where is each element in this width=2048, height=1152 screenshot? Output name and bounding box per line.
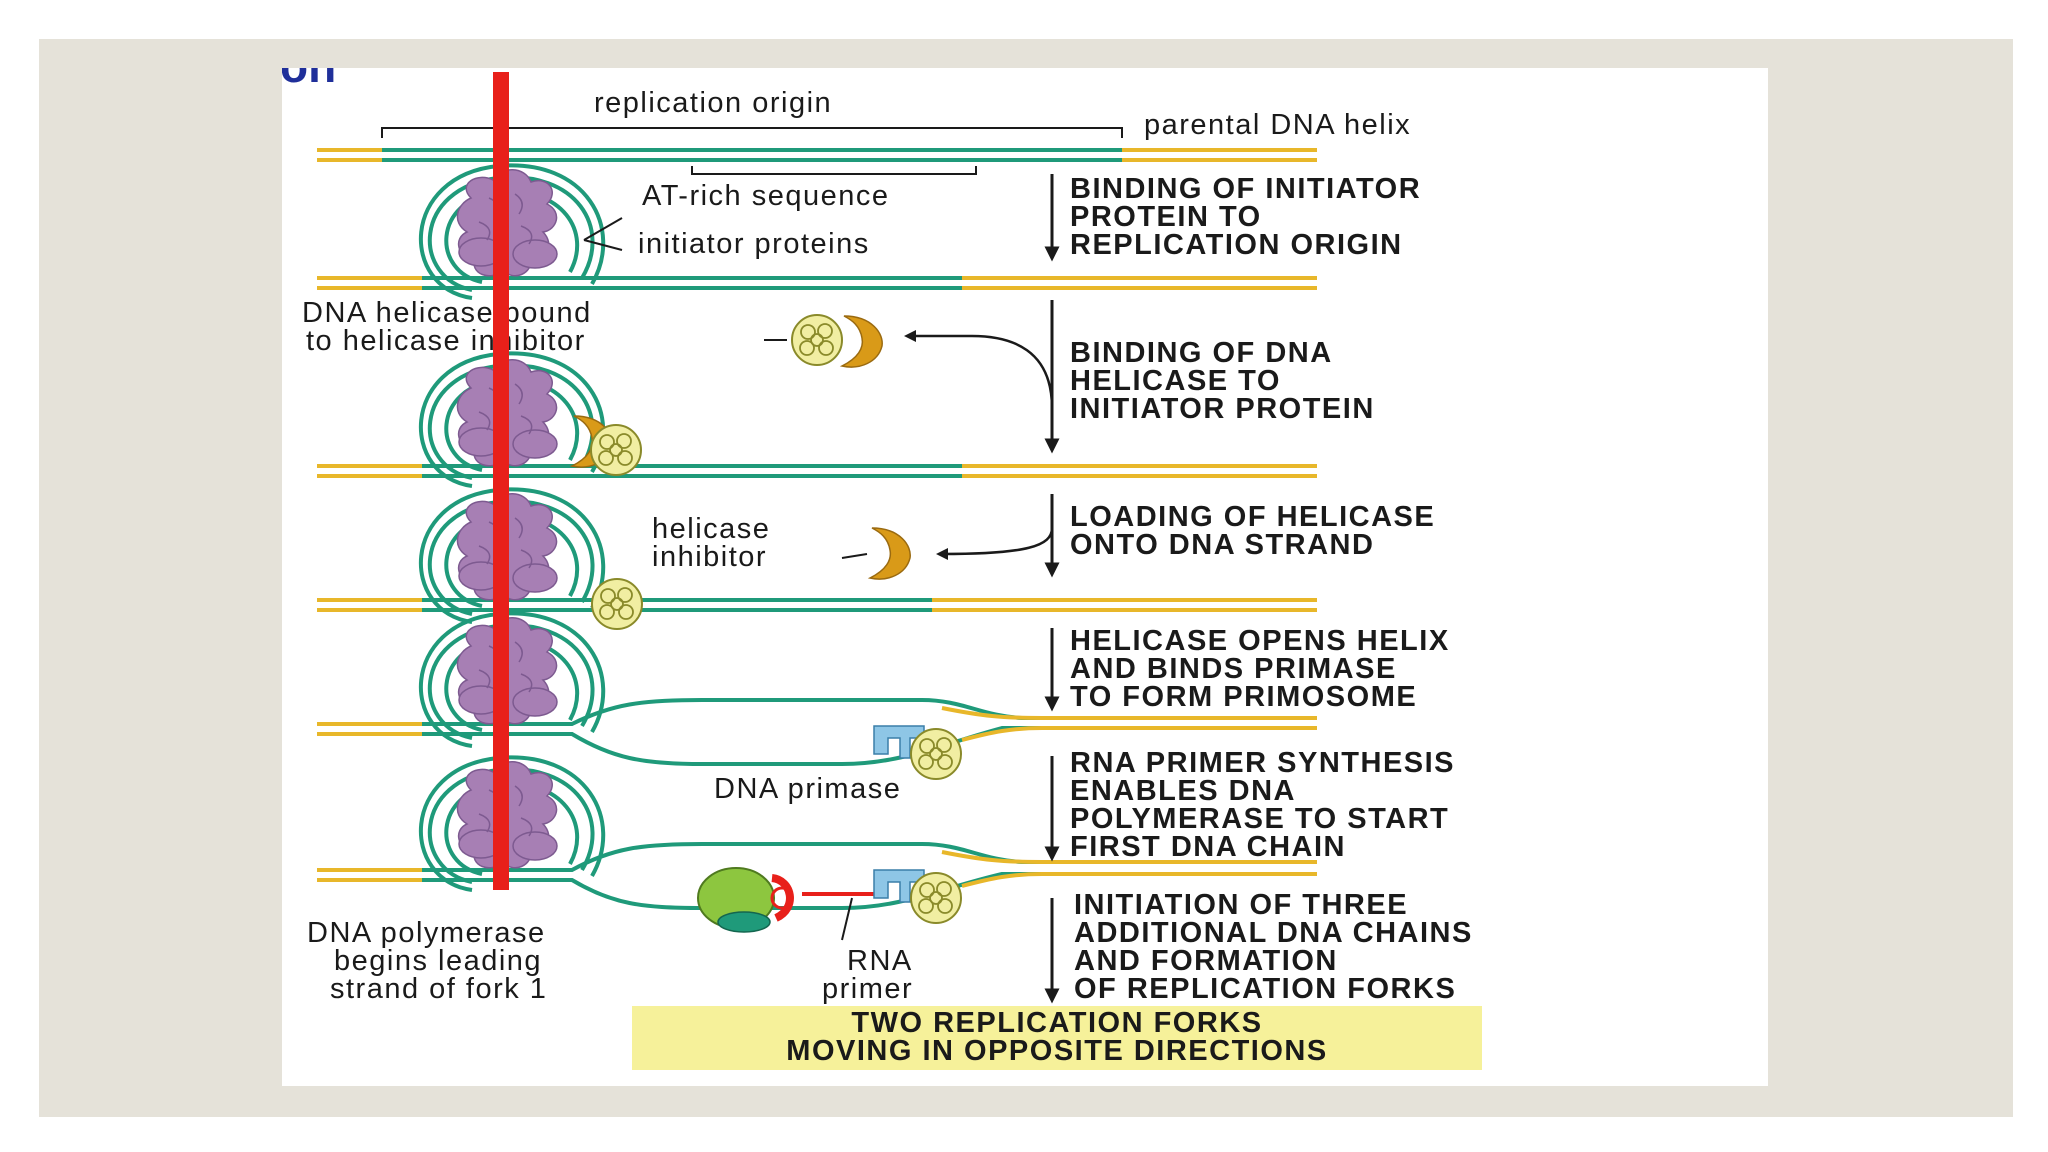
row-2-dna [317, 464, 1317, 478]
dna-polymerase-label-line3: strand of fork 1 [330, 973, 547, 1005]
row-5-helicase [910, 872, 962, 924]
step-3-line-1: LOADING OF HELICASE [1070, 501, 1435, 533]
inhibitor-release-arrowhead [936, 548, 948, 560]
dna-polymerase-label-line1: DNA polymerase [307, 917, 546, 949]
step-1-line-3: REPLICATION ORIGIN [1070, 229, 1403, 261]
step-1-line-2: PROTEIN TO [1070, 201, 1262, 233]
replication-origin-bracket [381, 127, 1123, 138]
step-4-line-3: TO FORM PRIMOSOME [1070, 681, 1417, 713]
dna-polymerase-label-line2: begins leading [334, 945, 542, 977]
step-2-line-3: INITIATOR PROTEIN [1070, 393, 1375, 425]
step-5-line-4: FIRST DNA CHAIN [1070, 831, 1346, 863]
initiator-proteins-label: initiator proteins [638, 228, 870, 260]
row-5-dna-polymerase [697, 867, 794, 933]
step-4-line-1: HELICASE OPENS HELIX [1070, 625, 1450, 657]
red-marker-line [493, 72, 509, 890]
parental-dna-helix [317, 148, 1317, 162]
released-helicase-inhibitor [869, 527, 911, 580]
helicase-binding-arrowhead [904, 330, 916, 342]
replication-origin-label: replication origin [594, 87, 832, 119]
step-6-line-2: ADDITIONAL DNA CHAINS [1074, 917, 1473, 949]
row-4-helicase [910, 728, 962, 780]
step-1-line-1: BINDING OF INITIATOR [1070, 173, 1421, 205]
step-2-line-2: HELICASE TO [1070, 365, 1281, 397]
at-rich-bracket [691, 166, 977, 175]
replication-diagram: on replication origin parental DNA helix… [282, 68, 1482, 1070]
rna-primer-label-line2: primer [822, 973, 913, 1005]
summary-banner [632, 1006, 1482, 1070]
step-2-line-1: BINDING OF DNA [1070, 337, 1333, 369]
free-helicase-inhibitor [841, 315, 883, 368]
step-5-line-3: POLYMERASE TO START [1070, 803, 1449, 835]
at-rich-sequence-label: AT-rich sequence [642, 180, 890, 212]
row-1-dna [317, 276, 1317, 290]
row-3-loaded-helicase [591, 578, 643, 630]
step-6-line-4: OF REPLICATION FORKS [1074, 973, 1456, 1005]
free-helicase-ring [791, 314, 843, 366]
dna-helicase-bound-label-line2: to helicase inhibitor [306, 325, 586, 357]
banner-line-2: MOVING IN OPPOSITE DIRECTIONS [786, 1035, 1327, 1067]
step-5-line-1: RNA PRIMER SYNTHESIS [1070, 747, 1455, 779]
inhibitor-release-curve [941, 527, 1054, 556]
row-2-bound-helicase [590, 424, 642, 476]
banner-line-1: TWO REPLICATION FORKS [851, 1007, 1262, 1039]
dna-helicase-bound-label-line1: DNA helicase bound [302, 297, 592, 329]
slide-title-fragment: on [282, 68, 336, 92]
step-5-line-2: ENABLES DNA [1070, 775, 1296, 807]
parental-dna-helix-label: parental DNA helix [1144, 109, 1411, 141]
step-6-line-1: INITIATION OF THREE [1074, 889, 1408, 921]
step-3-line-2: ONTO DNA STRAND [1070, 529, 1374, 561]
helicase-binding-curve [907, 334, 1054, 409]
dna-primase-label: DNA primase [714, 773, 901, 805]
step-4-line-2: AND BINDS PRIMASE [1070, 653, 1397, 685]
rna-primer-label-line1: RNA [847, 945, 913, 977]
figure-panel: on replication origin parental DNA helix… [282, 68, 1768, 1086]
initiator-pointer [583, 217, 623, 251]
helicase-inhibitor-pointer [841, 553, 868, 559]
helicase-inhibitor-label-line1: helicase [652, 513, 770, 545]
step-6-line-3: AND FORMATION [1074, 945, 1338, 977]
helicase-inhibitor-label-line2: inhibitor [652, 541, 767, 573]
rna-primer-pointer [841, 897, 853, 941]
